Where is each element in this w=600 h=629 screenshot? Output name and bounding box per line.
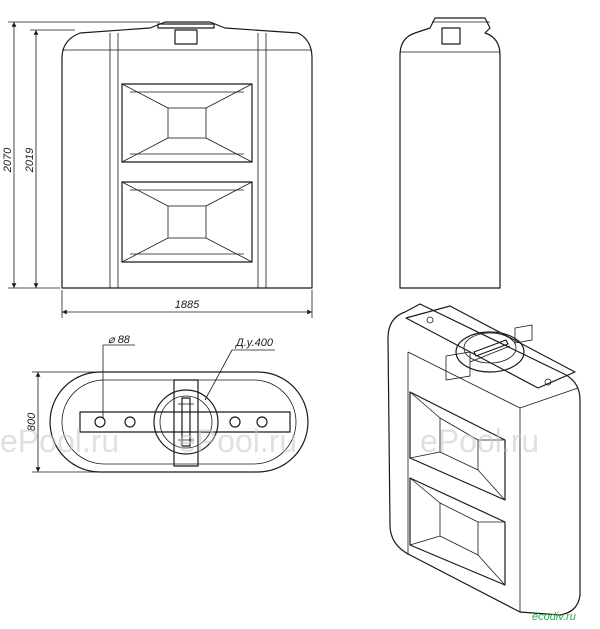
iso-lower-panel: [409, 477, 506, 586]
site-logo: ecodiv.ru: [532, 611, 576, 623]
lid-inner: [159, 395, 213, 449]
top-hole-3: [256, 416, 268, 428]
dim-depth: 800: [26, 412, 38, 431]
watermark-1: ePool.ru: [0, 423, 119, 459]
lid-outer: [153, 389, 219, 455]
iso-lid: [455, 331, 525, 373]
isometric-view: [387, 303, 581, 616]
dim-nominal: Д.у.400: [234, 337, 274, 349]
side-view: [399, 17, 501, 289]
watermark-3: ePool.ru: [420, 423, 539, 459]
dim-width: 1885: [175, 299, 200, 311]
top-view: 800 ⌀ 88 Д.у.400: [26, 334, 309, 473]
top-hole-4: [94, 416, 106, 428]
watermark-2: ePool.ru: [178, 423, 297, 459]
front-lower-panel: [121, 181, 253, 263]
dim-height-total: 2070: [2, 147, 14, 173]
iso-upper-panel: [409, 391, 506, 501]
dim-height-body: 2019: [24, 148, 36, 173]
top-hole-2: [229, 416, 241, 428]
dim-hole-diameter: ⌀ 88: [108, 334, 131, 346]
top-hole-1: [124, 416, 136, 428]
front-view: 2070 2019 1885: [2, 21, 313, 318]
front-upper-panel: [121, 83, 253, 163]
